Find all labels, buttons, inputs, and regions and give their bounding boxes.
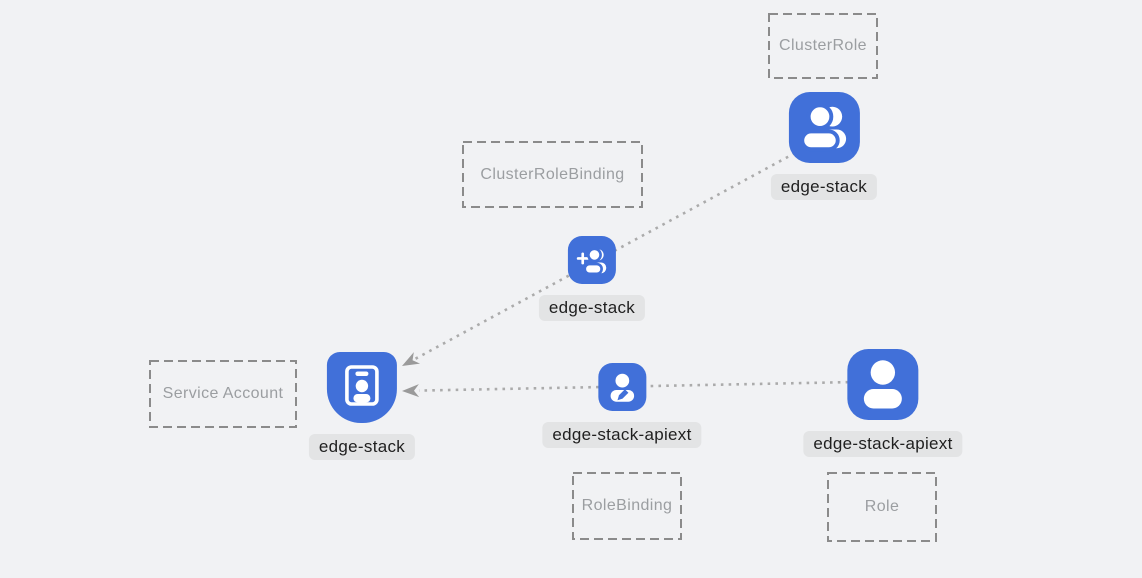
box-cluster-role-label: ClusterRole — [779, 37, 867, 54]
user-icon — [847, 349, 919, 420]
box-cluster-role-binding-label: ClusterRoleBinding — [480, 165, 625, 183]
node-label-chip: edge-stack — [308, 434, 416, 460]
node-label-chip: edge-stack — [770, 174, 878, 200]
node-serviceaccount-edge-stack: edge-stack — [308, 352, 416, 460]
users-icon — [788, 92, 860, 163]
arrowhead-clusterrole-edge — [402, 352, 421, 366]
arrowhead-role-edge — [402, 384, 420, 398]
box-cluster-role: ClusterRole — [768, 13, 878, 79]
node-role-edge-stack-apiext: edge-stack-apiext — [803, 349, 963, 457]
box-role-binding-border — [572, 472, 682, 540]
box-cluster-role-binding: ClusterRoleBinding — [462, 141, 643, 208]
box-service-account: Service Account — [149, 360, 297, 428]
node-clusterrolebinding-edge-stack: edge-stack — [538, 236, 646, 321]
node-rolebinding-edge-stack-apiext: edge-stack-apiext — [542, 363, 702, 448]
node-label-chip: edge-stack-apiext — [542, 422, 702, 448]
edge-clusterrole-to-serviceaccount — [414, 151, 796, 361]
user-add-icon — [567, 236, 616, 284]
box-role-binding-label: RoleBinding — [581, 497, 673, 514]
node-clusterrole-edge-stack: edge-stack — [770, 92, 878, 200]
user-edit-icon — [597, 363, 646, 411]
box-role-border — [827, 472, 937, 542]
box-role: Role — [827, 472, 937, 542]
box-cluster-role-binding-border — [462, 141, 643, 208]
node-label-chip: edge-stack — [538, 295, 646, 321]
node-label-chip: edge-stack-apiext — [803, 431, 963, 457]
box-service-account-border — [149, 360, 297, 428]
box-role-binding: RoleBinding — [572, 472, 682, 540]
box-service-account-label: Service Account — [162, 385, 284, 402]
box-role-label: Role — [864, 498, 900, 515]
id-badge-icon — [326, 352, 397, 423]
box-cluster-role-border — [768, 13, 878, 79]
